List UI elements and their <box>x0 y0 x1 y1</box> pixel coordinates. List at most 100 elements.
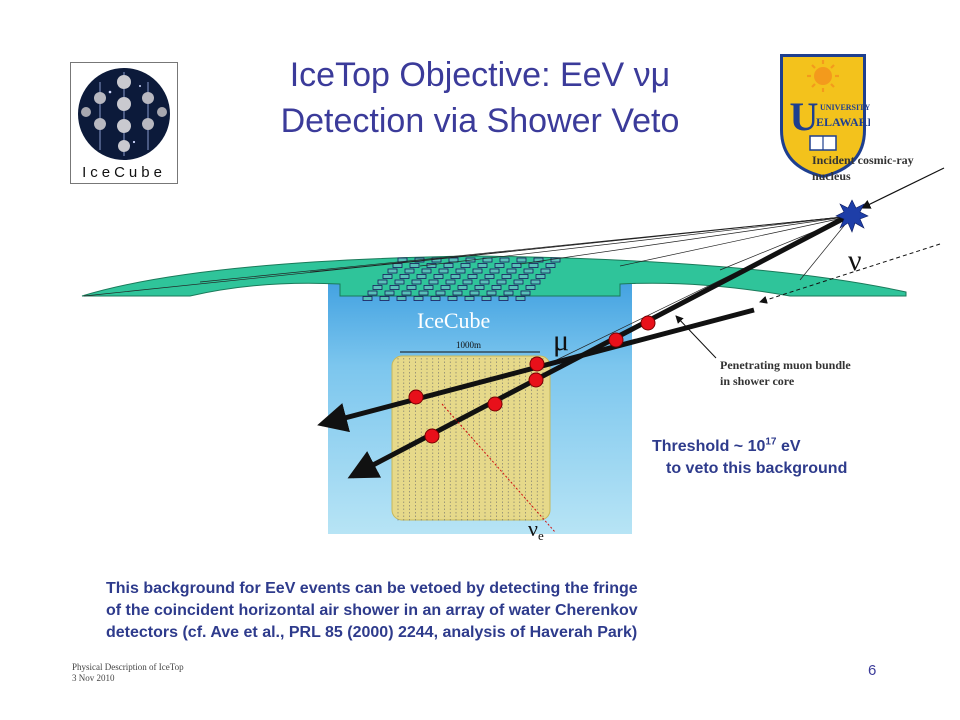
icetop-tank <box>397 257 408 263</box>
icetop-tank <box>513 279 524 285</box>
icetop-tank <box>399 274 410 279</box>
icetop-tank <box>525 285 536 290</box>
icetop-tank <box>472 268 483 274</box>
icetop-tank <box>421 268 432 274</box>
scale-label: 1000m <box>456 340 481 350</box>
icetop-tank <box>418 290 429 296</box>
icetop-tank <box>430 296 441 301</box>
icetop-tank <box>501 274 512 279</box>
icetop-array <box>362 257 561 301</box>
icetop-tank <box>528 263 539 268</box>
hit-marker <box>487 396 503 412</box>
threshold-line-1: Threshold ~ 1017 eV <box>652 437 801 456</box>
icetop-tank <box>516 257 527 263</box>
icetop-tank <box>435 290 446 296</box>
icetop-tank <box>503 290 514 296</box>
icetop-tank <box>413 296 424 301</box>
slide-title: IceTop Objective: EeV νμ Detection via S… <box>220 52 740 144</box>
icetop-tank <box>411 279 422 285</box>
shower-line <box>309 215 853 273</box>
icetop-tank <box>462 279 473 285</box>
icetop-tank <box>452 290 463 296</box>
incident-label-line-1: Incident cosmic-ray <box>812 153 914 167</box>
icetop-tank <box>477 263 488 268</box>
title-line-1: IceTop Objective: EeV νμ <box>289 56 671 94</box>
icetop-tank <box>460 263 471 268</box>
icetop-tank <box>384 290 395 296</box>
muon-bundle-line-2: in shower core <box>720 374 795 388</box>
icetop-tank <box>367 290 378 296</box>
shower-line <box>419 215 853 267</box>
muon-symbol: μ <box>553 324 569 357</box>
icetop-tank <box>464 296 475 301</box>
icetop-tank <box>550 257 561 263</box>
icecube-logo-text: IceCube <box>82 164 166 181</box>
icetop-tank <box>486 290 497 296</box>
bundle-pointer <box>675 315 717 359</box>
icetop-tank <box>396 296 407 301</box>
icetop-tank <box>392 263 403 268</box>
body-text: This background for EeV events can be ve… <box>106 578 846 644</box>
icetop-tank <box>474 285 485 290</box>
hit-marker <box>424 428 440 444</box>
footer-line-2: 3 Nov 2010 <box>72 673 115 683</box>
icetop-tank <box>362 296 373 301</box>
shower-line <box>799 215 853 281</box>
threshold-line-2: to veto this background <box>666 460 848 478</box>
icetop-tank <box>450 274 461 279</box>
icetop-tank <box>498 296 509 301</box>
icecube-logo: IceCube <box>70 62 178 184</box>
shower-line <box>519 215 853 265</box>
footer: Physical Description of IceTop 3 Nov 201… <box>72 662 184 684</box>
icetop-tank <box>428 279 439 285</box>
title-line-2: Detection via Shower Veto <box>280 102 680 140</box>
hit-markers <box>408 315 656 444</box>
ud-line-1: UNIVERSITY OF <box>820 103 870 112</box>
icetop-tank <box>484 274 495 279</box>
threshold-note: Threshold ~ 1017 eV to veto this backgro… <box>652 432 912 480</box>
icetop-tank <box>377 279 388 285</box>
nu-e-symbol: νe <box>528 516 544 543</box>
icetop-tank <box>433 274 444 279</box>
footer-line-1: Physical Description of IceTop <box>72 662 184 672</box>
icetop-tank <box>409 263 420 268</box>
icecube-label: IceCube <box>417 308 490 333</box>
icetop-tank <box>448 257 459 263</box>
incident-label: Incident cosmic-ray nucleus <box>812 152 960 184</box>
icetop-tank <box>491 285 502 290</box>
muon-bundle-line-1: Penetrating muon bundle <box>720 358 851 372</box>
icetop-tank <box>445 279 456 285</box>
icetop-tank <box>520 290 531 296</box>
icetop-tank <box>467 274 478 279</box>
hit-marker <box>408 389 424 405</box>
icetop-tank <box>447 296 458 301</box>
svg-text:U: U <box>790 94 819 139</box>
hit-marker <box>640 315 656 331</box>
icetop-tank <box>540 268 551 274</box>
icetop-tank <box>535 274 546 279</box>
icetop-tank <box>481 296 492 301</box>
incident-arrow <box>860 167 945 209</box>
icetop-tank <box>489 268 500 274</box>
neutrino-symbol: ν <box>848 244 862 277</box>
icetop-tank <box>511 263 522 268</box>
incident-label-line-2: nucleus <box>812 169 851 183</box>
icetop-tank <box>443 263 454 268</box>
icetop-tank <box>389 285 400 290</box>
icetop-tank <box>382 274 393 279</box>
icetop-tank <box>515 296 526 301</box>
icetop-tank <box>406 285 417 290</box>
icetop-tank <box>401 290 412 296</box>
icetop-tank <box>533 257 544 263</box>
hit-marker <box>528 372 544 388</box>
icetop-tank <box>530 279 541 285</box>
icetop-tank <box>416 274 427 279</box>
icetop-tank <box>494 263 505 268</box>
muon-bundle-label: Penetrating muon bundle in shower core <box>720 357 910 389</box>
neutrino-path <box>759 243 941 304</box>
body-line-1: This background for EeV events can be ve… <box>106 580 638 597</box>
ud-logo: U UNIVERSITY OF ELAWARE <box>780 54 870 178</box>
icetop-tank <box>545 263 556 268</box>
icetop-tank <box>455 268 466 274</box>
